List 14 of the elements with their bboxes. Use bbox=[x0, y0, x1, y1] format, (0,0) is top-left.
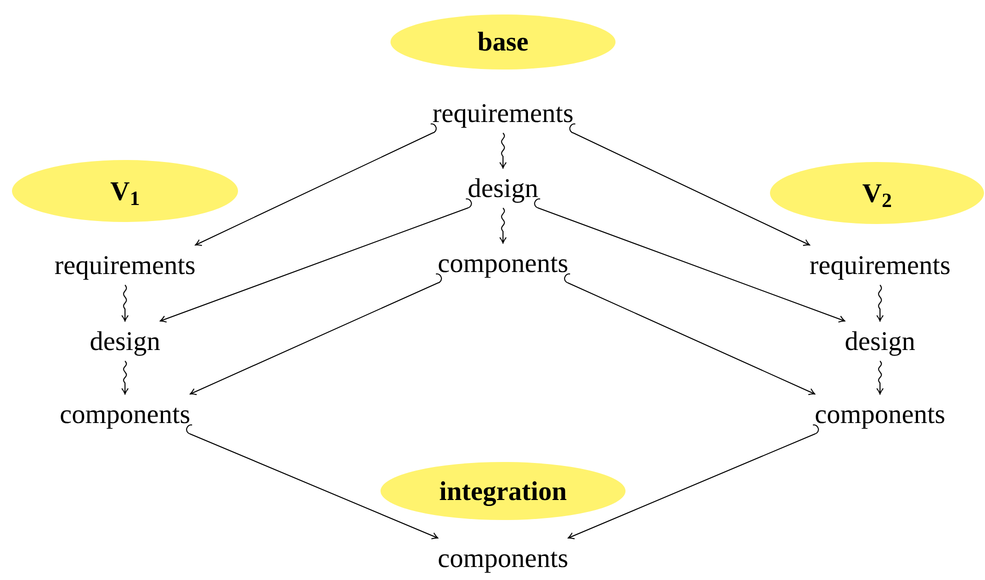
stage-label: components bbox=[60, 394, 190, 434]
label-ellipse: base bbox=[390, 14, 616, 70]
stage-label: components bbox=[814, 394, 946, 434]
stage-label: requirements bbox=[810, 245, 950, 285]
stage-label: design bbox=[844, 321, 916, 361]
label-ellipse: V$_{1}$ bbox=[12, 160, 238, 222]
label-ellipse: V$_{2}$ bbox=[770, 162, 984, 224]
stage-label: design bbox=[90, 321, 160, 361]
stage-label: requirements bbox=[54, 245, 196, 285]
stage-label: components bbox=[438, 243, 568, 283]
label-ellipse: integration bbox=[380, 462, 626, 520]
stage-label: components bbox=[438, 538, 568, 578]
stage-label: requirements bbox=[432, 93, 574, 133]
stage-label: design bbox=[468, 168, 538, 208]
